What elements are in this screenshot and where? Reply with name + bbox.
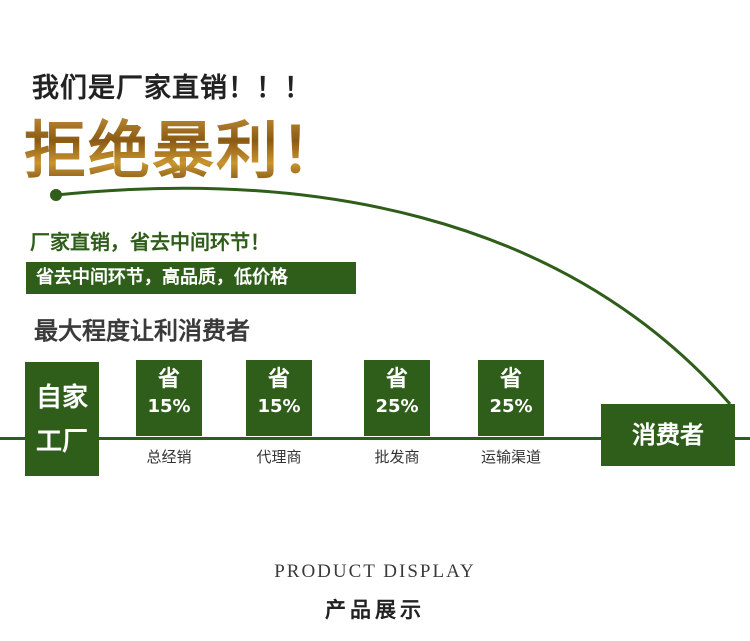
- product-display-title-en: PRODUCT DISPLAY: [274, 561, 476, 582]
- save-percent: 25%: [489, 396, 533, 417]
- step-caption-agent: 代理商: [256, 448, 302, 466]
- tagline-max-benefit: 最大程度让利消费者: [34, 317, 250, 345]
- factory-line2: 工厂: [35, 427, 88, 457]
- factory-box: 自家 工厂: [25, 362, 99, 476]
- save-box-agent: 省 15%: [246, 360, 312, 436]
- arc-start-dot: [50, 189, 62, 201]
- save-box-transport: 省 25%: [478, 360, 544, 436]
- step-caption-transport: 运输渠道: [480, 448, 541, 466]
- save-label: 省: [499, 367, 522, 392]
- headline-line2: 拒绝暴利！: [24, 100, 344, 190]
- product-display-title-cn: 产品展示: [325, 597, 425, 622]
- save-label: 省: [267, 367, 290, 392]
- headline-line1: 我们是厂家直销！！！: [32, 73, 312, 104]
- save-label: 省: [385, 367, 408, 392]
- save-percent: 15%: [257, 396, 301, 417]
- tagline-banner: 省去中间环节，高品质，低价格: [26, 262, 356, 294]
- save-box-wholesaler: 省 25%: [364, 360, 430, 436]
- save-box-distributor: 省 15%: [136, 360, 202, 436]
- save-percent: 15%: [147, 396, 191, 417]
- save-percent: 25%: [375, 396, 419, 417]
- arc-curve: [55, 186, 732, 405]
- tagline-direct: 厂家直销，省去中间环节！: [30, 230, 270, 254]
- consumer-box: 消费者: [601, 404, 735, 466]
- save-label: 省: [157, 367, 180, 392]
- baseline-divider: [0, 437, 750, 440]
- factory-line1: 自家: [35, 383, 88, 413]
- step-caption-wholesaler: 批发商: [374, 448, 420, 466]
- step-caption-distributor: 总经销: [146, 448, 192, 466]
